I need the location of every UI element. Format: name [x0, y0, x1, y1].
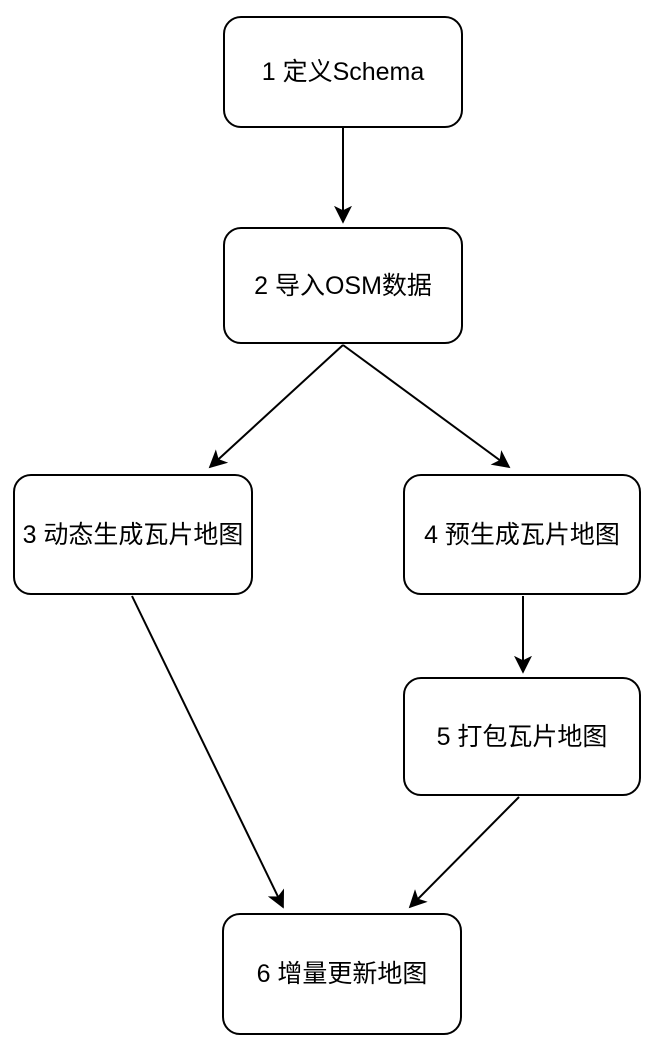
edge-3-to-6-arrow	[131, 595, 285, 909]
node-label: 3 动态生成瓦片地图	[22, 520, 244, 549]
node-label: 5 打包瓦片地图	[436, 722, 608, 751]
flowchart-node-import-osm-data[interactable]: 2 导入OSM数据	[223, 227, 463, 344]
flowchart-node-pregenerate-tiles[interactable]: 4 预生成瓦片地图	[403, 474, 641, 595]
flowchart-node-define-schema[interactable]: 1 定义Schema	[223, 16, 463, 128]
edge-5-to-6-arrow	[408, 796, 520, 909]
flowchart-node-dynamic-tile-generation[interactable]: 3 动态生成瓦片地图	[13, 474, 253, 595]
flowchart-node-incremental-update[interactable]: 6 增量更新地图	[222, 913, 462, 1035]
flowchart-node-package-tiles[interactable]: 5 打包瓦片地图	[403, 677, 641, 796]
edge-2-to-4-arrow	[342, 344, 511, 469]
node-label: 4 预生成瓦片地图	[424, 520, 620, 549]
node-label: 1 定义Schema	[261, 58, 425, 86]
node-label: 6 增量更新地图	[256, 960, 428, 988]
edge-2-to-3-arrow	[208, 344, 344, 469]
node-label: 2 导入OSM数据	[254, 271, 432, 300]
